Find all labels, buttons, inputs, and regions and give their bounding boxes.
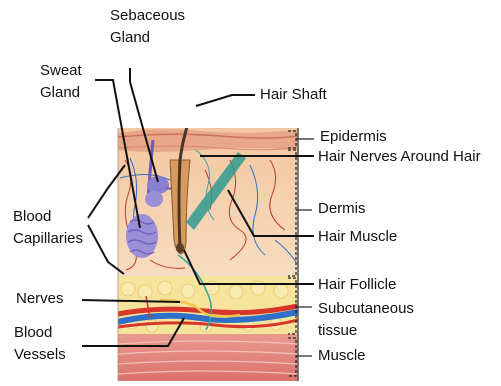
label-sebaceous-gland: Sebaceous Gland [110,5,185,49]
label-sweat-gland: Sweat Gland [40,60,82,104]
label-epidermis: Epidermis [320,126,387,148]
label-hair-shaft: Hair Shaft [260,84,327,106]
sweat-gland-coil [126,214,158,258]
label-hair-follicle: Hair Follicle [318,274,396,296]
label-nerves: Nerves [16,288,64,310]
label-hair-nerves: Hair Nerves Around Hair [318,146,481,168]
label-subcutaneous-tissue: Subcutaneous tissue [318,298,414,342]
label-dermis: Dermis [318,198,366,220]
label-hair-muscle: Hair Muscle [318,226,397,248]
label-blood-vessels: Blood Vessels [14,322,66,366]
label-muscle: Muscle [318,345,366,367]
label-blood-capillaries: Blood Capillaries [13,206,83,250]
